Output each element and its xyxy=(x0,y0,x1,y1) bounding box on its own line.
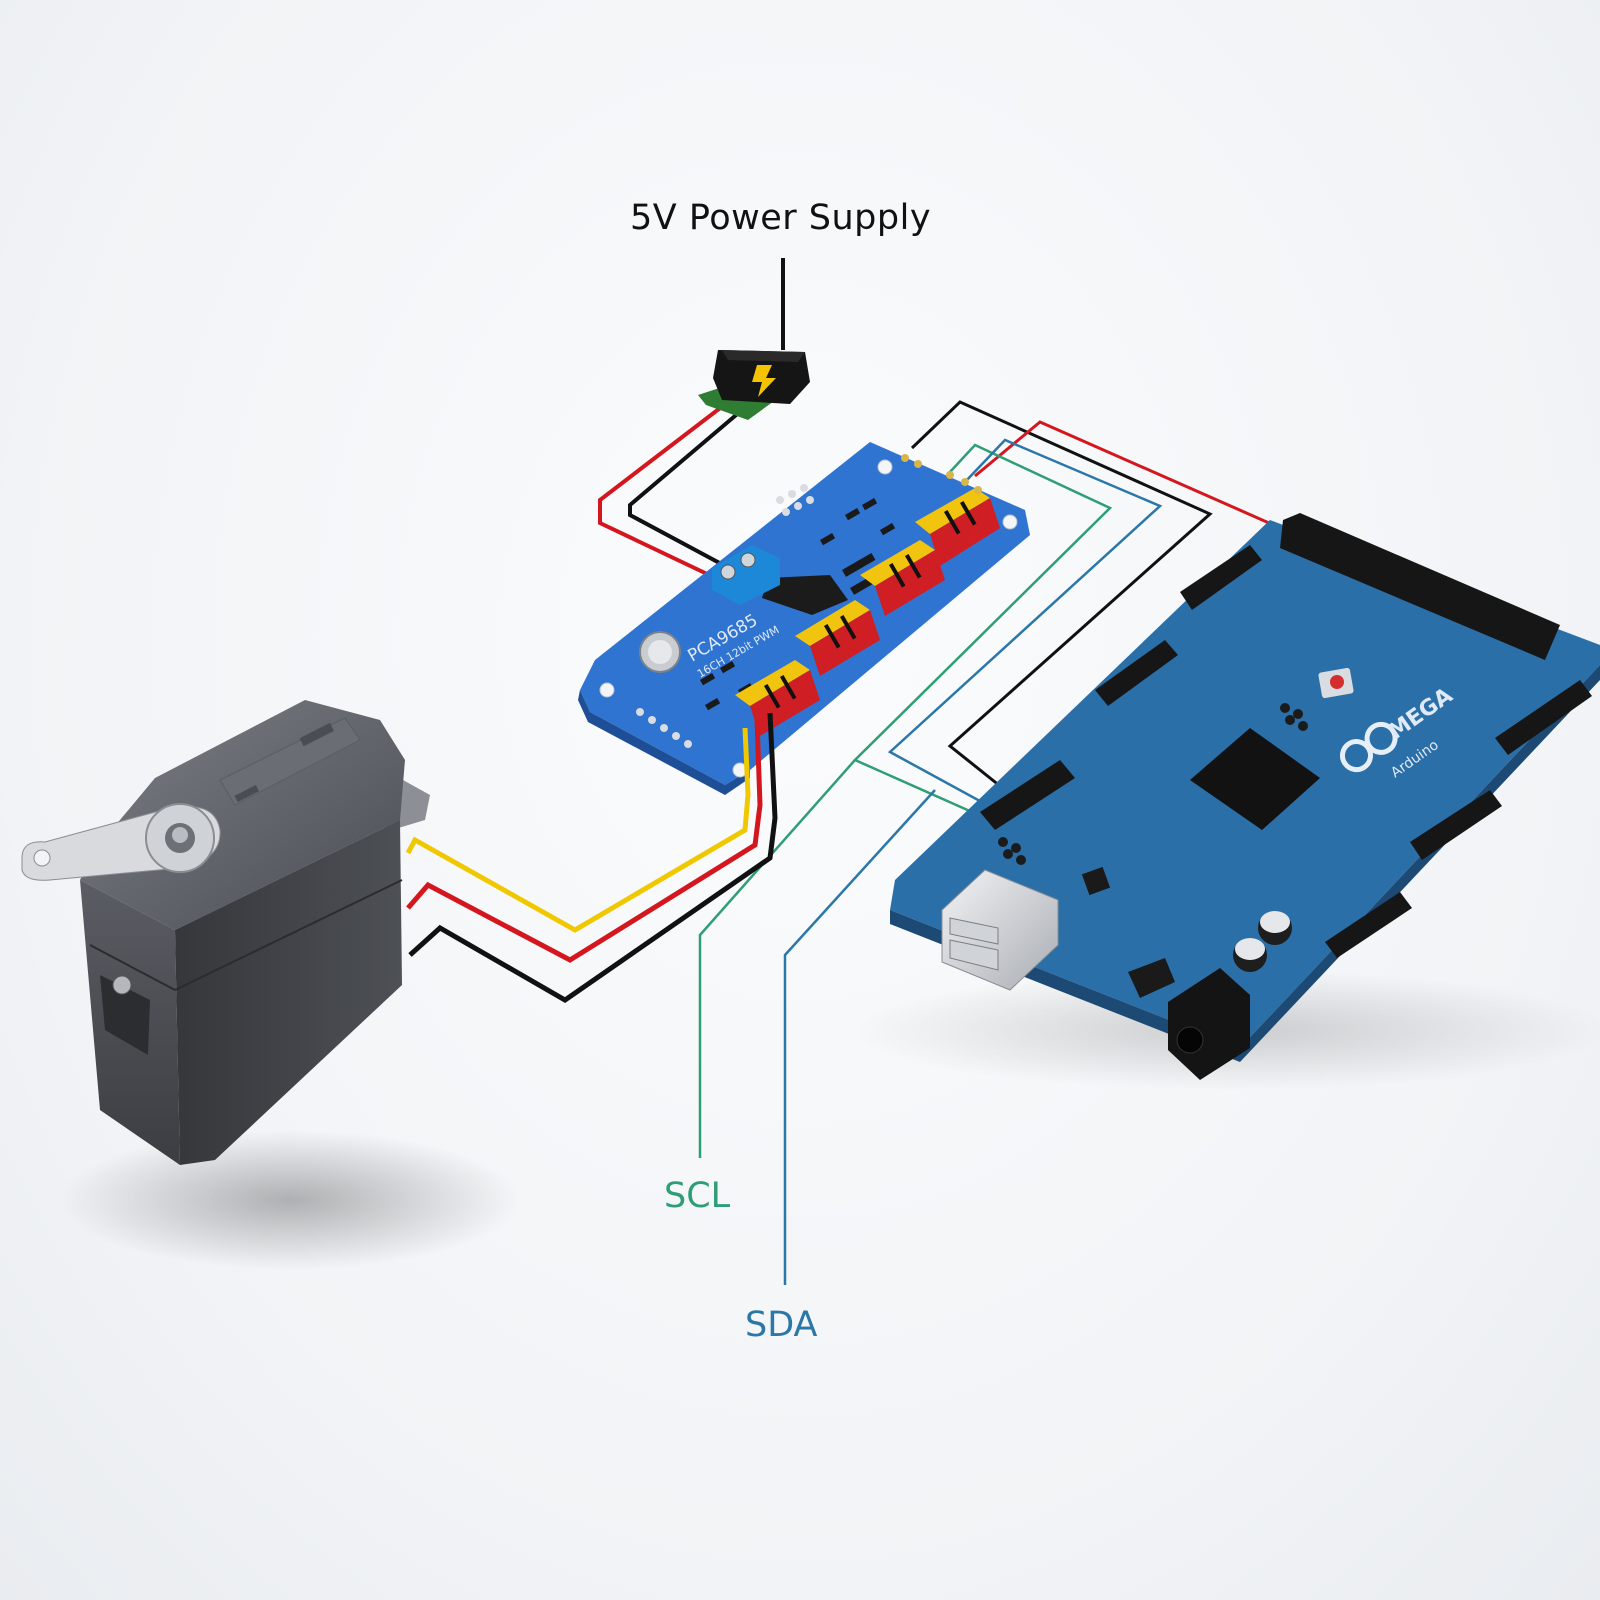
servo-shadow xyxy=(60,1130,520,1270)
servo-cable xyxy=(405,712,778,1003)
power-terminal-block xyxy=(712,545,780,605)
servo-header-row-1 xyxy=(915,488,1000,566)
lightning-icon xyxy=(752,365,776,397)
sda-label: SDA xyxy=(745,1305,818,1345)
i2c-wire-black xyxy=(910,400,1213,792)
arduino-logo-icon xyxy=(1339,721,1398,773)
arduino-mega-board: MEGA Arduino xyxy=(890,513,1600,1080)
power-header xyxy=(980,760,1075,830)
usb-b-port xyxy=(941,869,1059,991)
pca9685-board: PCA9685 16CH 12bit PWM xyxy=(578,442,1030,795)
scl-wire xyxy=(698,443,1113,1158)
pca9685-chip xyxy=(762,575,848,615)
sda-wire xyxy=(783,438,1163,1285)
servo-motor xyxy=(21,700,430,1165)
servo-header-row-3 xyxy=(795,600,880,676)
atmega-chip xyxy=(1190,728,1320,830)
capacitor xyxy=(1233,911,1292,972)
servo-header-row-4 xyxy=(735,660,820,736)
servo-header-row-2 xyxy=(860,540,945,616)
scl-label: SCL xyxy=(664,1176,731,1216)
power-supply-label: 5V Power Supply xyxy=(630,198,932,238)
power-connector xyxy=(698,350,810,420)
dc-barrel-jack xyxy=(1168,968,1250,1080)
i2c-wire-red xyxy=(974,420,1286,532)
power-lead-wires xyxy=(598,258,785,594)
digital-header xyxy=(1280,513,1560,660)
servo-horn xyxy=(21,803,221,881)
